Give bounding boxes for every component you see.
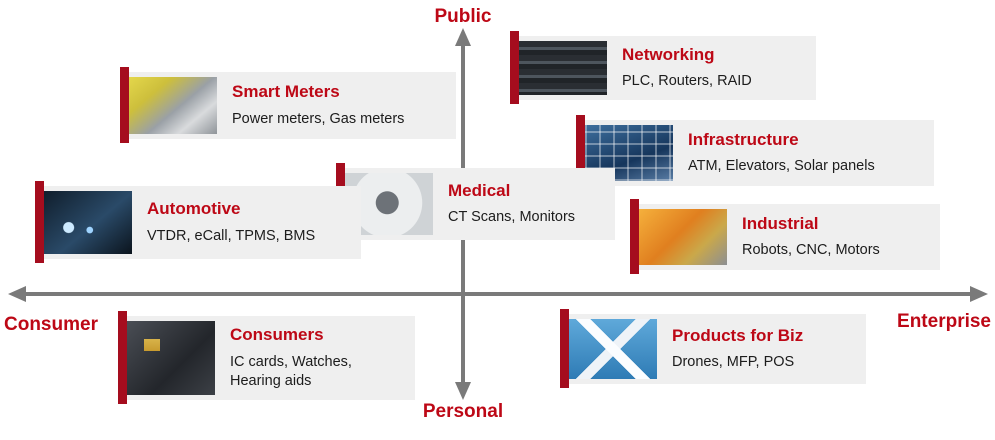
card-medical: Medical CT Scans, Monitors bbox=[336, 163, 615, 244]
axis-arrow-left bbox=[8, 286, 26, 302]
card-smart-meters: Smart Meters Power meters, Gas meters bbox=[120, 67, 456, 143]
card-title: Medical bbox=[448, 180, 511, 200]
networking-photo bbox=[519, 41, 607, 95]
card-subtitle: VTDR, eCall, TPMS, BMS bbox=[147, 227, 316, 244]
automotive-photo bbox=[44, 191, 132, 254]
axis-label-personal: Personal bbox=[422, 401, 504, 422]
card-accent-bar bbox=[560, 309, 569, 388]
card-accent-bar bbox=[510, 31, 519, 104]
card-networking: Networking PLC, Routers, RAID bbox=[510, 31, 816, 104]
axis-arrow-bottom bbox=[455, 382, 471, 400]
card-automotive: Automotive VTDR, eCall, TPMS, BMS bbox=[35, 181, 361, 263]
axis-label-public: Public bbox=[434, 6, 492, 27]
card-title: Networking bbox=[622, 44, 715, 64]
card-subtitle: Drones, MFP, POS bbox=[672, 354, 795, 371]
card-subtitle: ATM, Elevators, Solar panels bbox=[688, 158, 875, 175]
axis-arrow-right bbox=[970, 286, 988, 302]
card-title: Smart Meters bbox=[232, 82, 340, 102]
card-products-for-biz: Products for Biz Drones, MFP, POS bbox=[560, 309, 866, 388]
card-subtitle: Power meters, Gas meters bbox=[232, 110, 405, 127]
card-title: Consumers bbox=[230, 325, 324, 345]
card-accent-bar bbox=[35, 181, 44, 263]
industrial-photo bbox=[639, 209, 727, 265]
smart-meters-photo bbox=[129, 77, 217, 134]
card-title: Automotive bbox=[147, 199, 241, 219]
card-accent-bar bbox=[630, 199, 639, 274]
consumers-photo bbox=[127, 321, 215, 395]
card-subtitle: CT Scans, Monitors bbox=[448, 209, 576, 226]
card-industrial: Industrial Robots, CNC, Motors bbox=[630, 199, 940, 274]
card-accent-bar bbox=[118, 311, 127, 404]
card-subtitle: Robots, CNC, Motors bbox=[742, 242, 880, 259]
card-infrastructure: Infrastructure ATM, Elevators, Solar pan… bbox=[576, 115, 934, 190]
products-for-biz-photo bbox=[569, 319, 657, 379]
card-subtitle: IC cards, Watches, Hearing aids bbox=[230, 353, 352, 389]
card-title: Industrial bbox=[742, 213, 819, 233]
card-subtitle: PLC, Routers, RAID bbox=[622, 73, 752, 90]
card-accent-bar bbox=[120, 67, 129, 143]
axis-arrow-top bbox=[455, 28, 471, 46]
axis-label-consumer: Consumer bbox=[4, 314, 98, 335]
card-title: Products for Biz bbox=[672, 325, 804, 345]
card-accent-bar bbox=[576, 115, 585, 190]
axis-label-enterprise: Enterprise bbox=[897, 311, 991, 332]
card-consumers: Consumers IC cards, Watches, Hearing aid… bbox=[118, 311, 415, 404]
card-title: Infrastructure bbox=[688, 129, 799, 149]
